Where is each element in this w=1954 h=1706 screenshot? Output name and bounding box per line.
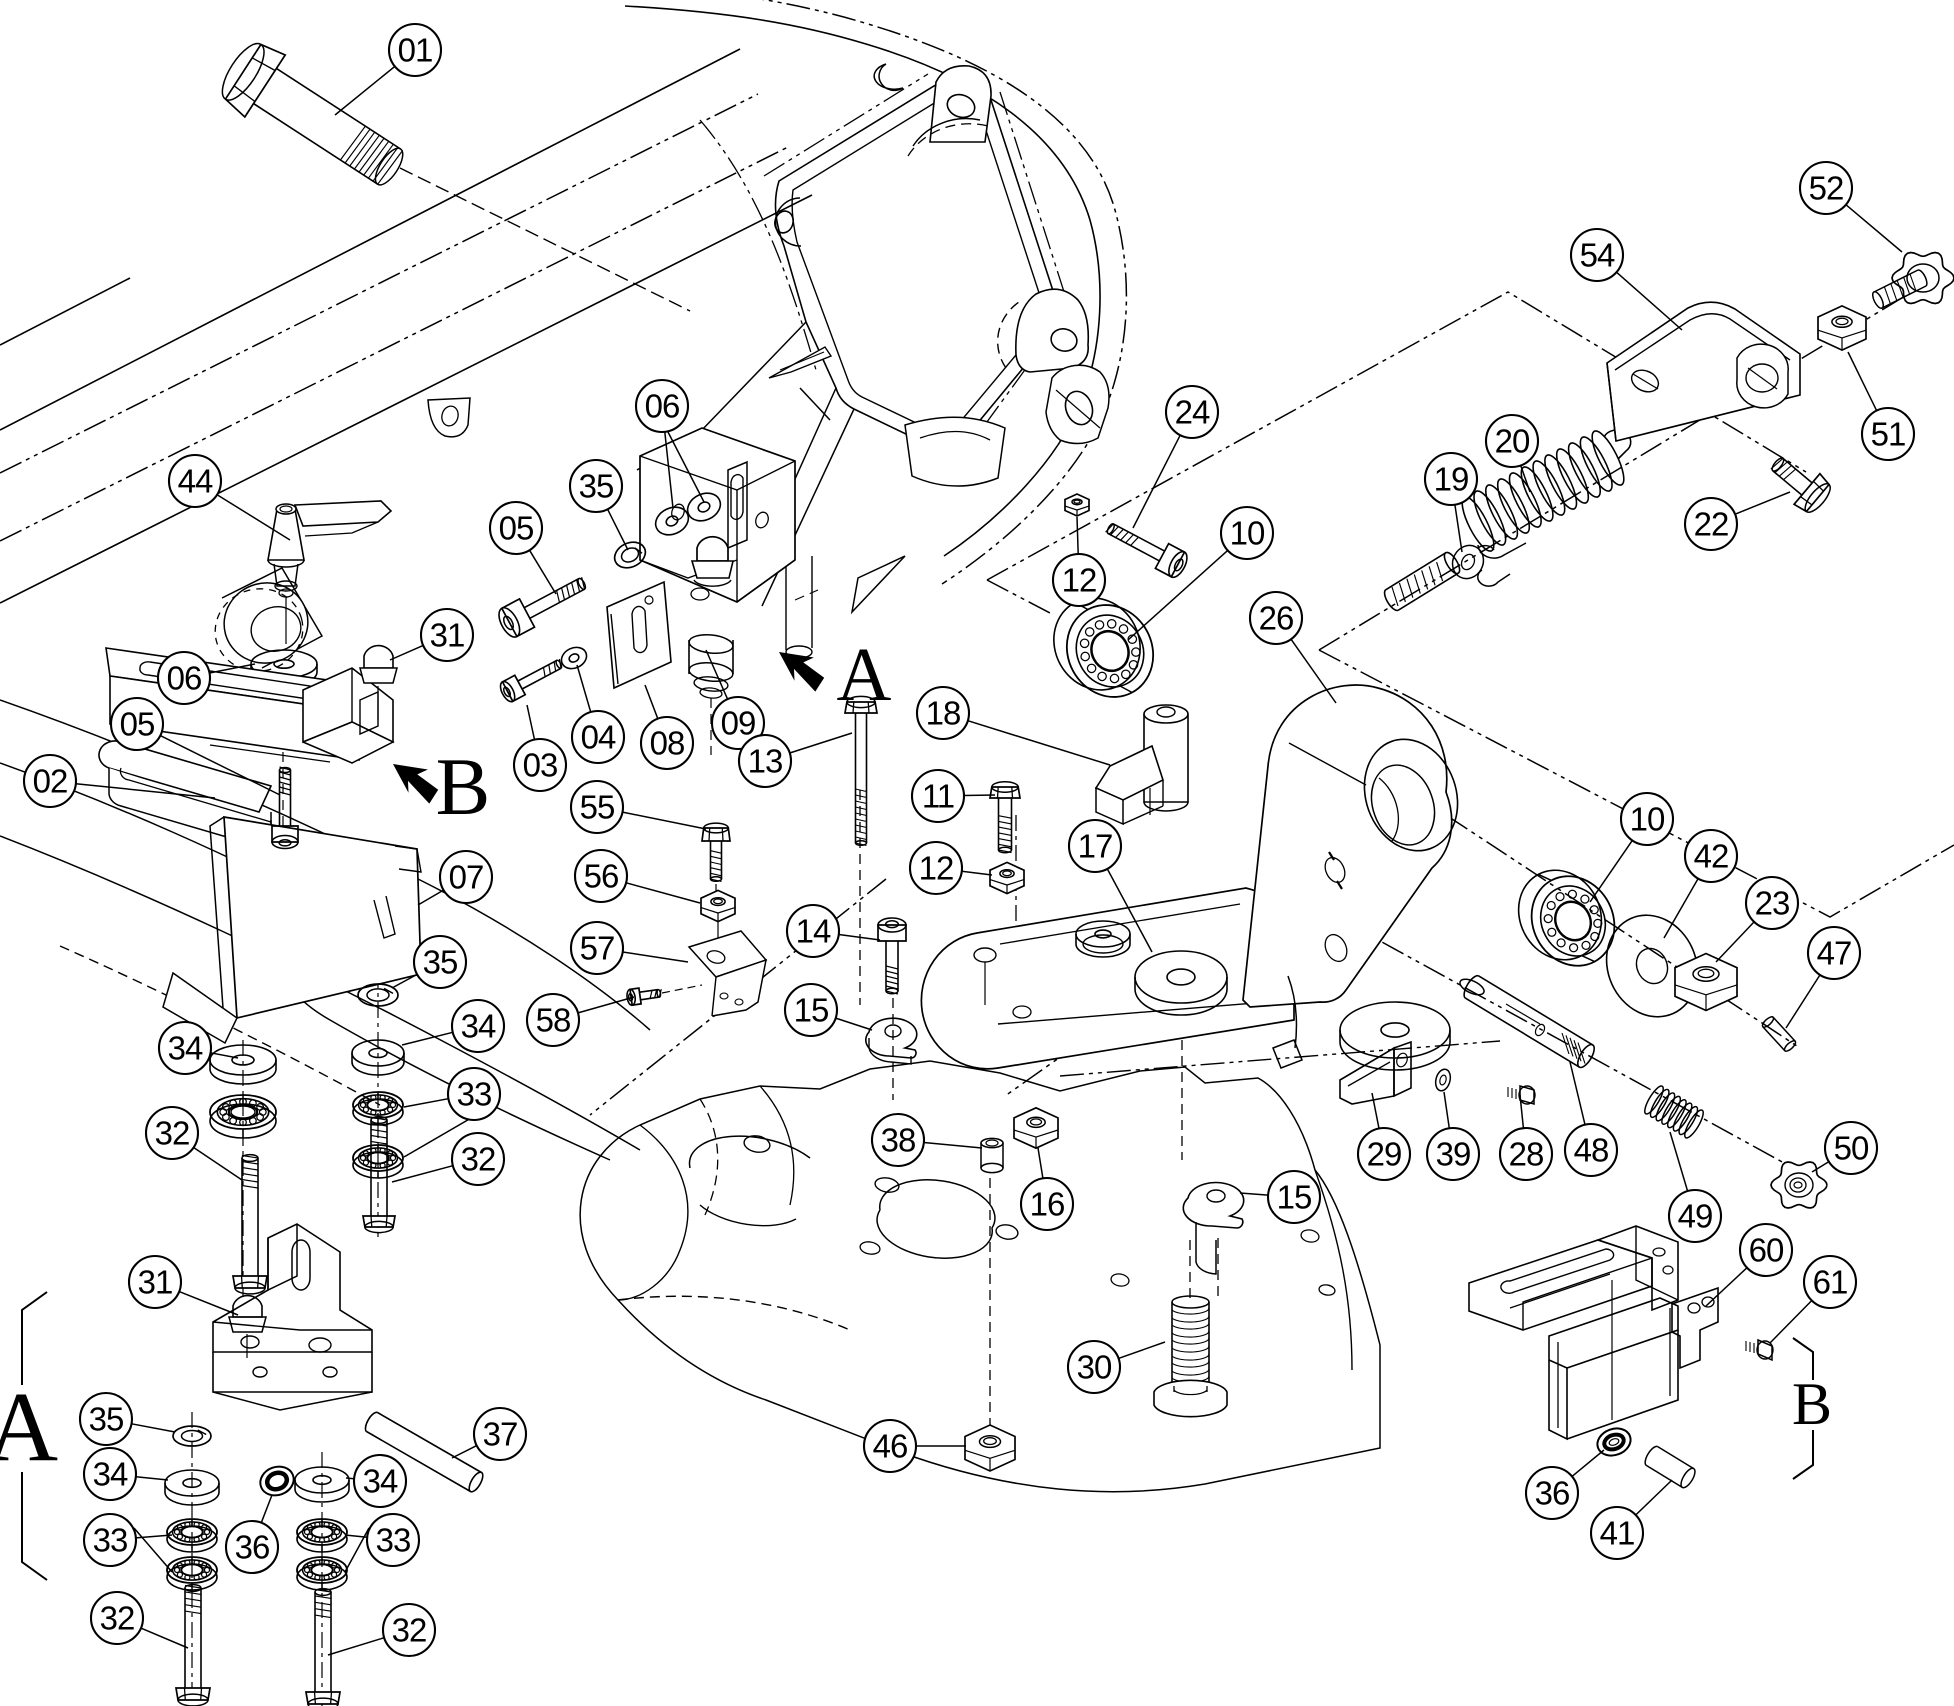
svg-text:57: 57 [580,930,615,967]
svg-text:10: 10 [1630,801,1665,838]
svg-text:01: 01 [398,32,433,69]
svg-text:B: B [1792,1371,1832,1437]
svg-text:18: 18 [926,695,961,732]
svg-text:05: 05 [120,706,155,743]
svg-text:56: 56 [584,858,619,895]
svg-text:32: 32 [461,1141,496,1178]
svg-text:02: 02 [33,763,68,800]
svg-text:20: 20 [1495,423,1530,460]
svg-text:13: 13 [748,743,783,780]
svg-text:38: 38 [881,1122,916,1159]
svg-text:35: 35 [579,468,614,505]
svg-text:33: 33 [93,1522,128,1559]
svg-text:15: 15 [794,992,829,1029]
svg-text:49: 49 [1678,1198,1713,1235]
svg-text:34: 34 [93,1456,128,1493]
svg-text:32: 32 [155,1115,190,1152]
svg-text:09: 09 [721,705,756,742]
svg-text:60: 60 [1749,1232,1784,1269]
svg-text:11: 11 [922,778,954,815]
svg-text:14: 14 [796,913,831,950]
svg-text:58: 58 [536,1002,571,1039]
svg-text:05: 05 [499,510,534,547]
svg-text:37: 37 [483,1416,518,1453]
svg-text:41: 41 [1600,1515,1635,1552]
svg-text:36: 36 [235,1529,270,1566]
svg-text:33: 33 [376,1522,411,1559]
svg-text:07: 07 [449,859,484,896]
svg-text:31: 31 [138,1264,173,1301]
svg-text:34: 34 [168,1030,203,1067]
svg-text:B: B [436,741,491,832]
svg-text:52: 52 [1809,170,1844,207]
svg-text:35: 35 [89,1401,124,1438]
svg-text:15: 15 [1277,1179,1312,1216]
svg-text:61: 61 [1813,1264,1848,1301]
svg-text:16: 16 [1030,1186,1065,1223]
svg-text:55: 55 [580,789,615,826]
svg-text:19: 19 [1434,461,1469,498]
svg-text:08: 08 [650,725,685,762]
svg-text:35: 35 [423,944,458,981]
svg-text:34: 34 [363,1463,398,1500]
svg-text:12: 12 [919,850,954,887]
svg-text:39: 39 [1436,1136,1471,1173]
svg-text:A: A [837,633,892,717]
svg-text:24: 24 [1175,394,1210,431]
svg-text:31: 31 [430,617,465,654]
svg-text:51: 51 [1871,416,1906,453]
svg-text:33: 33 [457,1076,492,1113]
svg-text:30: 30 [1077,1349,1112,1386]
svg-text:32: 32 [392,1612,427,1649]
svg-text:28: 28 [1509,1136,1544,1173]
svg-text:54: 54 [1580,237,1615,274]
svg-text:17: 17 [1078,828,1113,865]
svg-text:03: 03 [523,747,558,784]
svg-text:29: 29 [1367,1136,1402,1173]
svg-text:22: 22 [1694,506,1729,543]
svg-text:26: 26 [1259,600,1294,637]
svg-text:48: 48 [1574,1132,1609,1169]
svg-text:34: 34 [461,1008,496,1045]
svg-text:12: 12 [1062,562,1097,599]
svg-text:06: 06 [645,388,680,425]
svg-text:A: A [0,1371,58,1482]
svg-text:46: 46 [873,1428,908,1465]
svg-text:44: 44 [178,463,213,500]
svg-text:23: 23 [1755,885,1790,922]
svg-text:47: 47 [1817,935,1852,972]
svg-text:36: 36 [1535,1475,1570,1512]
svg-text:10: 10 [1230,515,1265,552]
svg-text:32: 32 [100,1600,135,1637]
svg-text:42: 42 [1694,838,1729,875]
svg-text:50: 50 [1834,1130,1869,1167]
svg-text:06: 06 [167,660,202,697]
svg-text:04: 04 [581,719,616,756]
